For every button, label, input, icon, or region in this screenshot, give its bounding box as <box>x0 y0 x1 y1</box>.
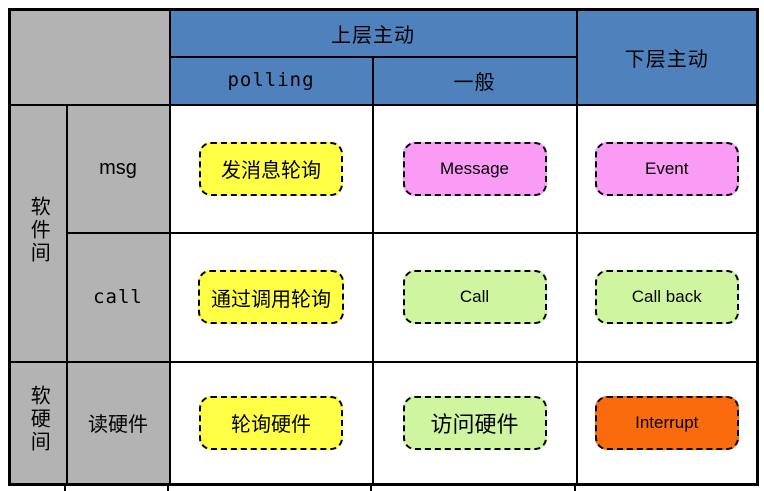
comparison-table-wrap: 上层主动 下层主动 polling 一般 软件间 msg <box>8 8 759 491</box>
row-group-software-hardware-label: 软硬间 <box>27 385 50 455</box>
cell-hw-general: 访问硬件 <box>371 360 578 486</box>
box-label: 访问硬件 <box>430 411 519 437</box>
cell-msg-polling: 发消息轮询 <box>168 103 374 234</box>
header-upper-active: 上层主动 <box>168 8 578 58</box>
cell-msg-lower: Event <box>575 103 759 234</box>
gridline-tail <box>370 485 372 491</box>
box-send-message-polling: 发消息轮询 <box>199 141 343 196</box>
box-label: Event <box>645 158 689 178</box>
cell-call-lower: Call back <box>575 231 759 363</box>
row-label-msg: msg <box>65 103 171 234</box>
row-label-call: call <box>65 231 171 363</box>
cell-hw-polling: 轮询硬件 <box>168 360 374 486</box>
row-group-software-hardware: 软硬间 <box>8 360 68 486</box>
cell-call-general: Call <box>371 231 578 363</box>
row-label-msg-text: msg <box>99 157 137 179</box>
box-label: Call back <box>631 287 702 306</box>
header-polling-label: polling <box>227 69 315 91</box>
cell-hw-lower: Interrupt <box>575 360 759 486</box>
cell-call-polling: 通过调用轮询 <box>168 231 374 363</box>
box-call-back: Call back <box>594 270 739 324</box>
row-label-read-hardware-text: 读硬件 <box>88 414 148 437</box>
box-label: 发消息轮询 <box>221 160 321 182</box>
box-message: Message <box>402 141 547 196</box>
box-access-hardware: 访问硬件 <box>402 395 547 450</box>
box-poll-hardware: 轮询硬件 <box>199 395 343 450</box>
row-group-software-label: 软件间 <box>27 195 50 265</box>
row-label-call-text: call <box>93 285 143 308</box>
header-lower-active-label: 下层主动 <box>624 48 709 71</box>
corner-cell <box>8 8 171 106</box>
header-lower-active: 下层主动 <box>575 8 759 106</box>
row-label-read-hardware: 读硬件 <box>65 360 171 486</box>
box-label: 轮询硬件 <box>231 414 311 437</box>
box-label: Call <box>459 287 490 306</box>
header-general-label: 一般 <box>453 72 496 94</box>
header-upper-active-label: 上层主动 <box>331 24 415 47</box>
box-label: Message <box>440 158 509 178</box>
box-call: Call <box>402 270 547 324</box>
gridline-tails <box>8 485 759 491</box>
gridline-tail <box>167 485 169 491</box>
box-poll-via-call: 通过调用轮询 <box>198 270 344 324</box>
header-polling: polling <box>168 55 374 106</box>
box-label: Interrupt <box>635 412 699 432</box>
box-label: 通过调用轮询 <box>211 288 331 311</box>
header-general: 一般 <box>371 55 578 106</box>
gridline-tail <box>64 485 66 491</box>
comparison-table: 上层主动 下层主动 polling 一般 软件间 msg <box>8 8 759 486</box>
row-group-software: 软件间 <box>8 103 68 363</box>
box-event: Event <box>594 141 739 196</box>
gridline-tail <box>574 485 576 491</box>
box-interrupt: Interrupt <box>594 395 739 450</box>
cell-msg-general: Message <box>371 103 578 234</box>
